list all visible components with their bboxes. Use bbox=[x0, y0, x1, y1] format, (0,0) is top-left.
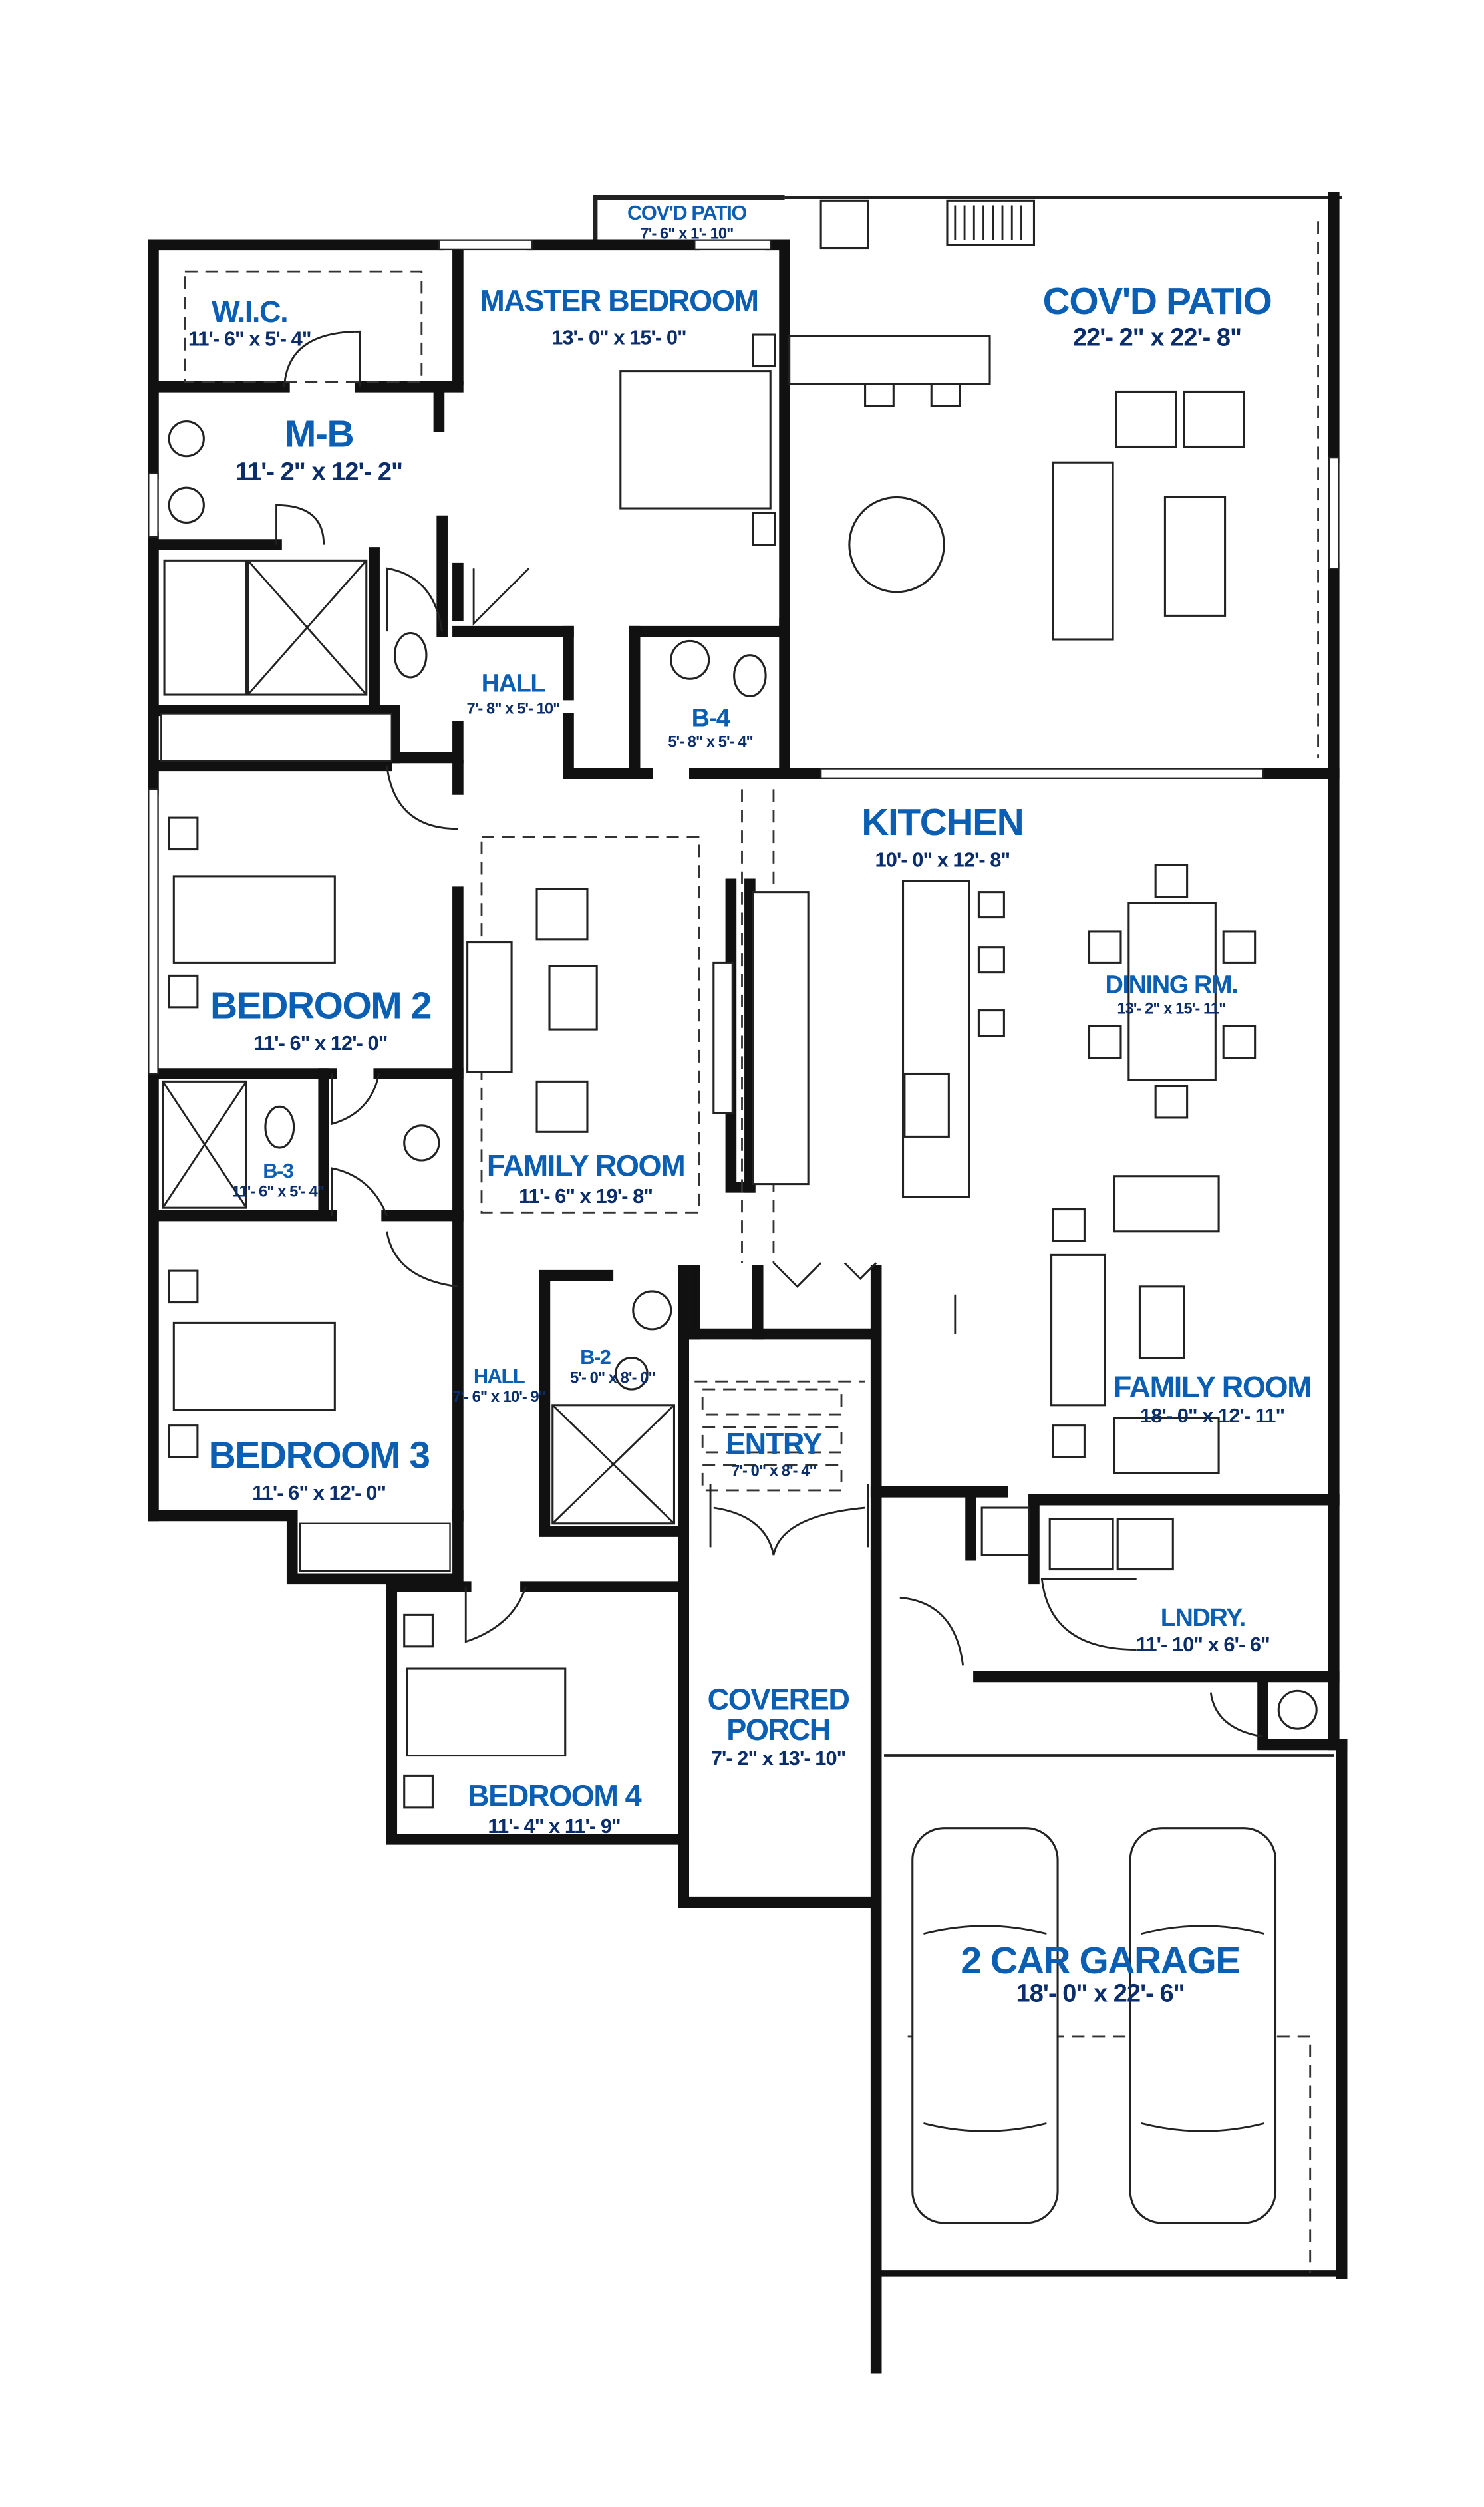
dining-table bbox=[1127, 902, 1217, 1081]
room-name-master-bath: M-B bbox=[285, 413, 353, 456]
car-icon bbox=[911, 1827, 1059, 2224]
room-dims-bath-2: 5'- 0" x 8'- 0" bbox=[570, 1370, 655, 1387]
water-heater-icon bbox=[1277, 1689, 1318, 1730]
room-dims-bath-3: 11'- 6" x 5'- 4" bbox=[232, 1184, 325, 1201]
room-labels: COV'D PATIO 7'- 6" x 1'- 10" W.I.C. 11'-… bbox=[188, 201, 1312, 2008]
armchair bbox=[535, 1080, 589, 1133]
room-name-wic: W.I.C. bbox=[212, 295, 287, 329]
toilet-icon bbox=[615, 1357, 649, 1391]
outdoor-dining-table bbox=[848, 496, 945, 593]
room-name-family-room-left: FAMILY ROOM bbox=[487, 1149, 684, 1183]
sink-icon bbox=[168, 420, 205, 458]
room-dims-wic: 11'- 6" x 5'- 4" bbox=[188, 327, 311, 351]
room-dims-master-bedroom: 13'- 0" x 15'- 0" bbox=[551, 325, 686, 349]
bed bbox=[172, 1321, 336, 1411]
washer-icon bbox=[1048, 1518, 1114, 1571]
closet-shelf-outline bbox=[184, 270, 423, 383]
room-dims-hall-lower: 7'- 6" x 10'- 9" bbox=[452, 1389, 545, 1406]
room-dims-laundry: 11'- 10" x 6'- 6" bbox=[1136, 1633, 1270, 1656]
sofa bbox=[1050, 1254, 1106, 1407]
walls bbox=[148, 192, 1348, 2374]
toilet-icon bbox=[264, 1105, 295, 1149]
toilet-icon bbox=[393, 631, 428, 679]
room-name-bath-2: B-2 bbox=[580, 1345, 611, 1369]
patio-chair bbox=[1183, 390, 1245, 448]
room-dims-covd-patio-small: 7'- 6" x 1'- 10" bbox=[641, 225, 734, 242]
rug-outline bbox=[480, 836, 700, 1214]
room-name-covered-porch-line2: PORCH bbox=[726, 1713, 830, 1747]
toilet-icon bbox=[733, 654, 767, 697]
coffee-table bbox=[1138, 1285, 1185, 1359]
room-name-hall-upper: HALL bbox=[482, 669, 546, 697]
bed bbox=[172, 875, 336, 964]
sink-icon bbox=[403, 1124, 440, 1162]
sofa bbox=[466, 941, 513, 1073]
fireplace-icon bbox=[946, 199, 1036, 246]
patio-coffee-table bbox=[1163, 496, 1227, 617]
patio-sofa bbox=[1052, 461, 1114, 641]
kitchen-island bbox=[901, 880, 970, 1198]
room-name-covd-patio: COV'D PATIO bbox=[1043, 280, 1272, 323]
bed bbox=[406, 1667, 567, 1757]
room-name-dining: DINING RM. bbox=[1106, 971, 1238, 999]
room-name-covd-patio-small: COV'D PATIO bbox=[627, 201, 746, 224]
master-bed bbox=[619, 370, 772, 510]
room-dims-family-room-right: 18'- 0" x 12'- 11" bbox=[1140, 1404, 1284, 1427]
room-dims-covered-porch: 7'- 2" x 13'- 10" bbox=[711, 1747, 846, 1770]
room-name-garage: 2 CAR GARAGE bbox=[961, 1939, 1239, 1982]
room-dims-dining: 13'- 2" x 15'- 11" bbox=[1117, 1000, 1225, 1017]
room-dims-garage: 18'- 0" x 22'- 6" bbox=[1016, 1980, 1185, 2008]
sink-icon bbox=[670, 639, 710, 680]
room-name-master-bedroom: MASTER BEDROOM bbox=[480, 283, 758, 317]
tv-console bbox=[712, 961, 734, 1114]
room-dims-bath-4: 5'- 8" x 5'- 4" bbox=[668, 733, 753, 751]
sofa bbox=[1113, 1175, 1220, 1233]
dryer-icon bbox=[1116, 1518, 1174, 1571]
room-name-family-room-right: FAMILY ROOM bbox=[1113, 1370, 1311, 1404]
room-dims-family-room-left: 11'- 6" x 19'- 8" bbox=[519, 1184, 653, 1208]
armchair bbox=[535, 888, 589, 941]
room-dims-bedroom-4: 11'- 4" x 11'- 9" bbox=[488, 1814, 621, 1838]
kitchen-counter bbox=[752, 891, 810, 1186]
fixtures bbox=[162, 199, 1318, 2224]
room-dims-entry: 7'- 0" x 8'- 4" bbox=[731, 1463, 816, 1480]
room-name-bedroom-4: BEDROOM 4 bbox=[468, 1778, 642, 1812]
room-name-laundry: LNDRY. bbox=[1161, 1604, 1245, 1632]
bathtub bbox=[163, 559, 247, 696]
outdoor-bar-counter bbox=[788, 335, 991, 385]
coffee-table bbox=[548, 965, 598, 1031]
room-name-bath-4: B-4 bbox=[692, 704, 730, 732]
room-dims-bedroom-3: 11'- 6" x 12'- 0" bbox=[252, 1481, 386, 1504]
sink-icon bbox=[168, 486, 205, 524]
room-dims-covd-patio: 22'- 2" x 22'- 8" bbox=[1073, 324, 1241, 352]
cooktop-icon bbox=[903, 1072, 950, 1138]
room-dims-hall-upper: 7'- 8" x 5'- 10" bbox=[466, 701, 559, 718]
room-dims-master-bath: 11'- 2" x 12'- 2" bbox=[235, 458, 402, 486]
room-dims-bedroom-2: 11'- 6" x 12'- 0" bbox=[254, 1031, 388, 1055]
room-name-covered-porch-line1: COVERED bbox=[708, 1683, 849, 1717]
room-name-entry: ENTRY bbox=[726, 1426, 822, 1460]
room-name-bedroom-2: BEDROOM 2 bbox=[210, 984, 431, 1027]
room-name-kitchen: KITCHEN bbox=[861, 801, 1023, 844]
grill-icon bbox=[819, 199, 869, 250]
room-name-bath-3: B-3 bbox=[263, 1159, 294, 1182]
car-icon bbox=[1129, 1827, 1277, 2224]
room-name-hall-lower: HALL bbox=[474, 1365, 525, 1388]
room-name-bedroom-3: BEDROOM 3 bbox=[209, 1434, 430, 1477]
sink-icon bbox=[632, 1290, 672, 1331]
sofa bbox=[1113, 1417, 1220, 1474]
patio-chair bbox=[1115, 390, 1177, 448]
room-dims-kitchen: 10'- 0" x 12'- 8" bbox=[875, 848, 1010, 872]
